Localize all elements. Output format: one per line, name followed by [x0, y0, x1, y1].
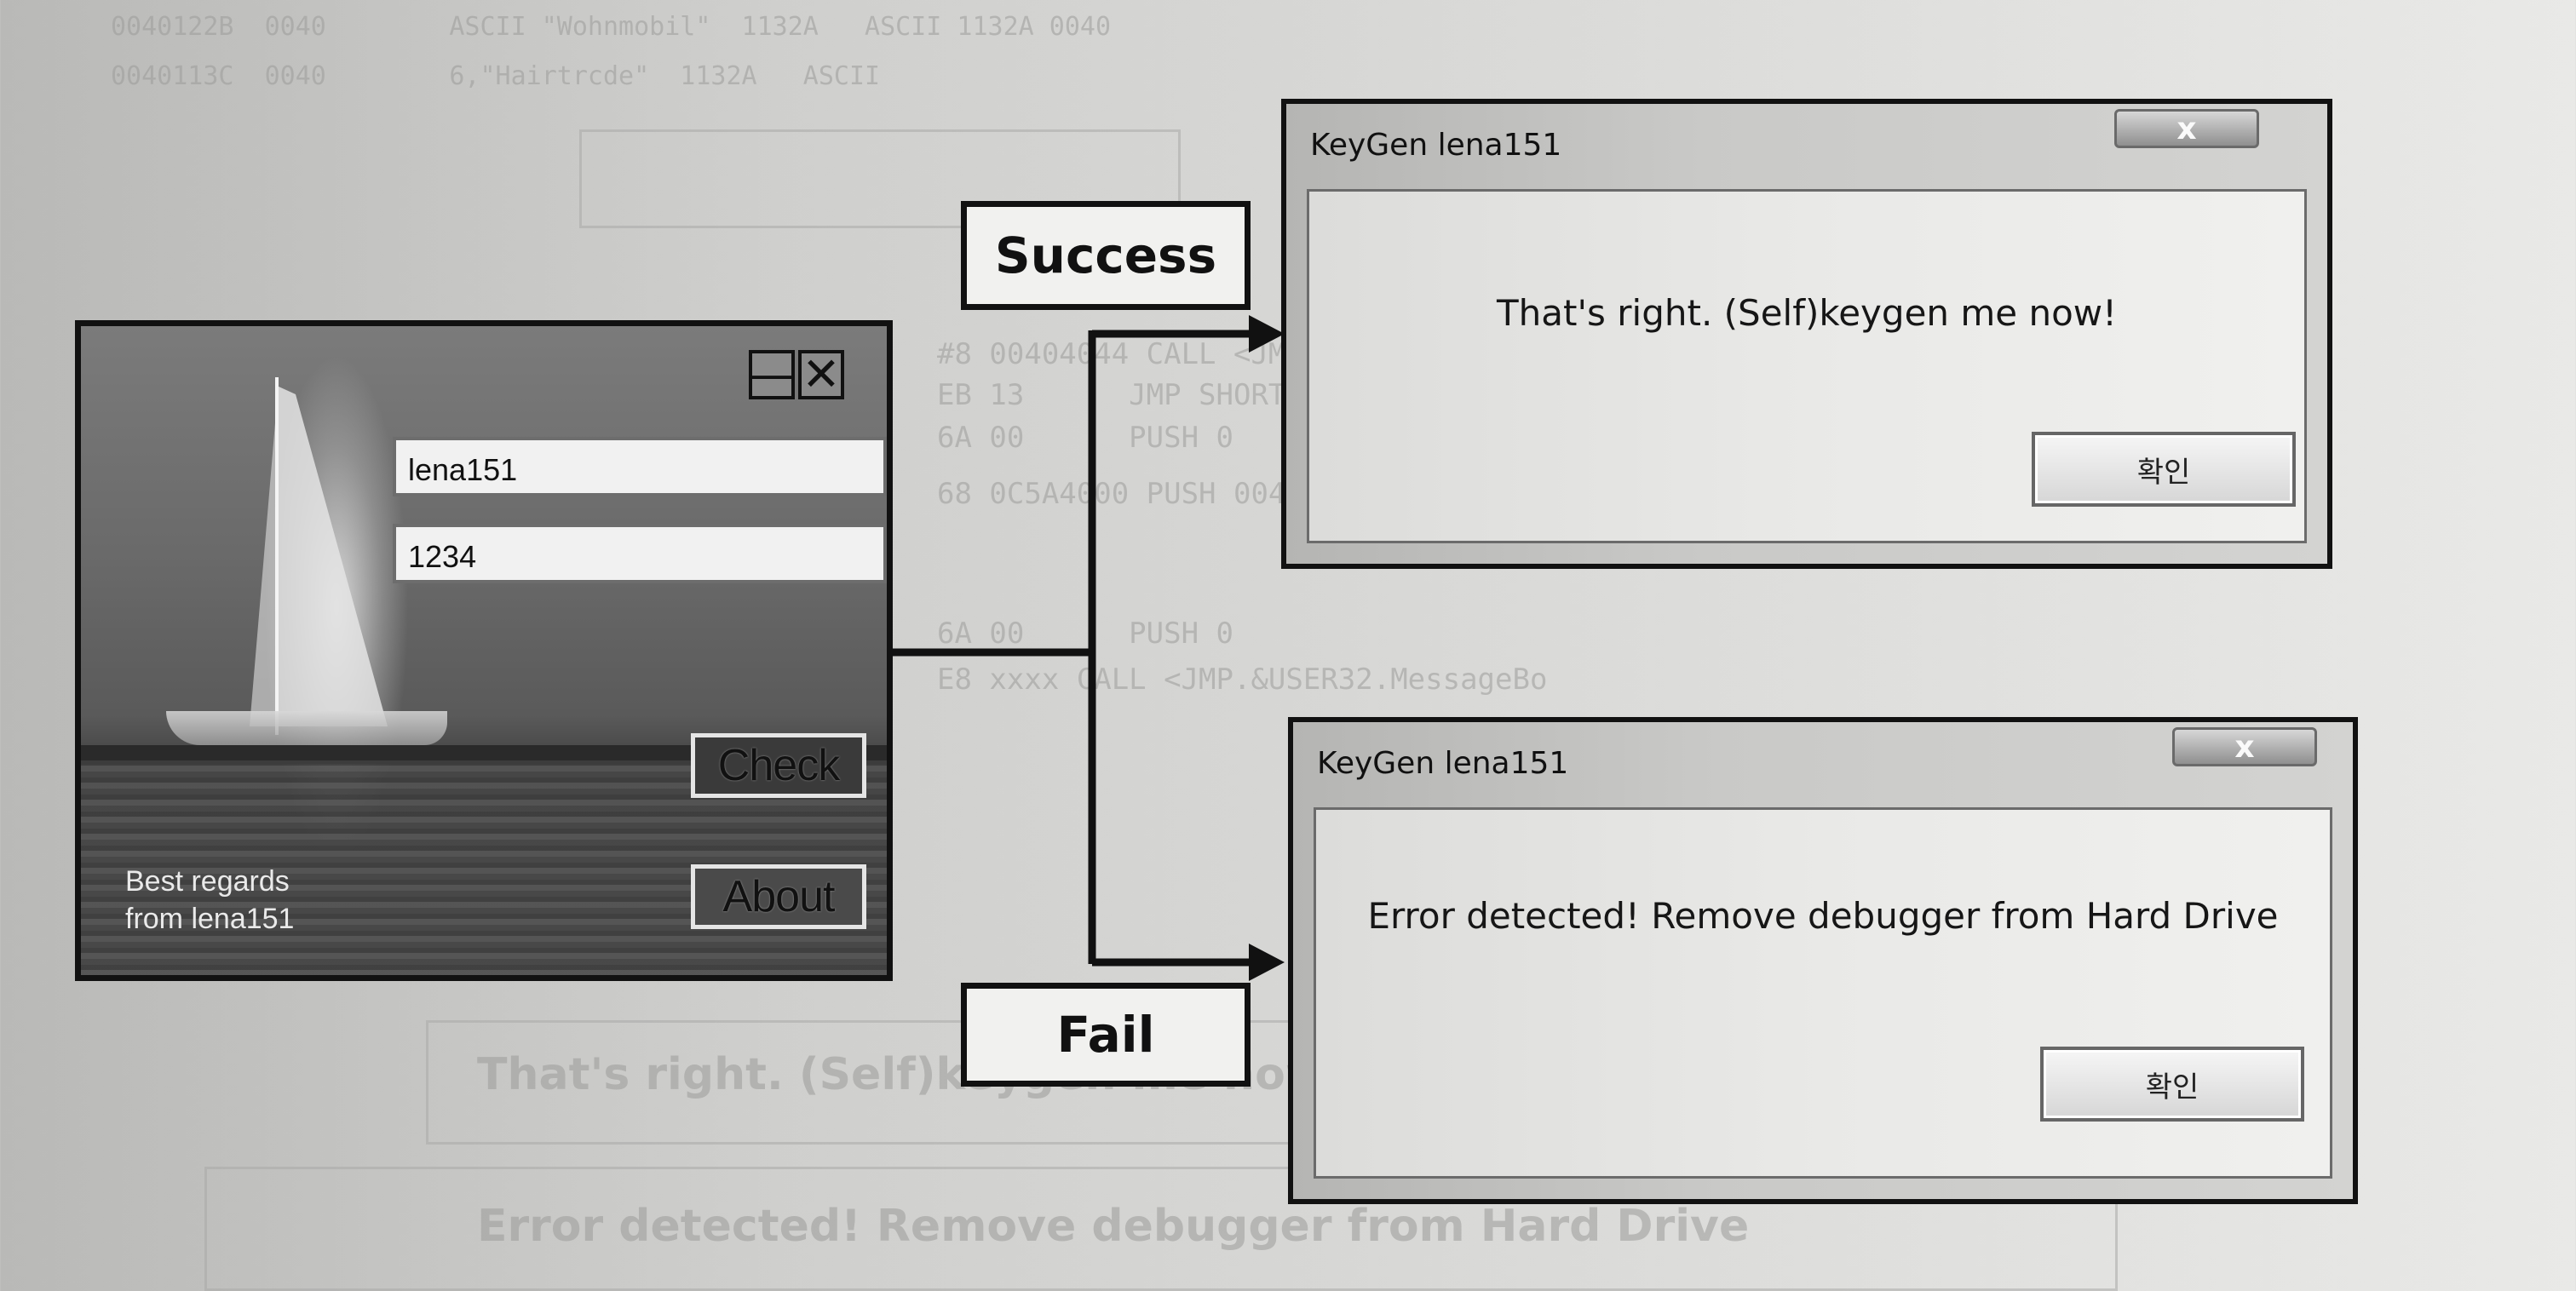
dialog-title: KeyGen lena151	[1310, 128, 1562, 163]
boat-hull	[166, 711, 447, 745]
background-text: 6A 00 PUSH 0	[937, 421, 1233, 455]
minimize-button[interactable]: —	[749, 347, 795, 401]
dialog-close-button[interactable]: x	[2114, 109, 2259, 148]
regards-line-2: from lena151	[125, 903, 295, 935]
background-text: Error detected! Remove debugger from Har…	[477, 1201, 1750, 1252]
serial-input[interactable]: 1234	[393, 524, 887, 583]
arrowhead-fail	[1249, 944, 1285, 981]
dialog-message: That's right. (Self)keygen me now!	[1497, 292, 2117, 334]
sailboat-image	[250, 377, 388, 735]
background-text: E8 xxxx CALL <JMP.&USER32.MessageBo	[937, 663, 1548, 697]
close-button[interactable]: ✕	[798, 350, 844, 399]
regards-line-1: Best regards	[125, 865, 290, 898]
check-button[interactable]: Check	[691, 733, 866, 798]
background-text: 0040113C 0040 6,"Hairtrcde" 1132A ASCII	[111, 61, 881, 91]
background-text: 6A 00 PUSH 0	[937, 617, 1233, 651]
horizon	[81, 745, 887, 764]
dialog-title: KeyGen lena151	[1317, 746, 1569, 781]
dialog-body: Error detected! Remove debugger from Har…	[1314, 807, 2332, 1179]
keygen-app-window: — ✕ lena151 1234 Check About Best regard…	[75, 320, 893, 981]
fail-label: Fail	[961, 983, 1251, 1087]
regards-text: Best regards from lena151	[125, 863, 294, 938]
about-button[interactable]: About	[691, 864, 866, 929]
name-input[interactable]: lena151	[393, 437, 887, 496]
dialog-body: That's right. (Self)keygen me now! 확인	[1307, 189, 2307, 543]
success-dialog: KeyGen lena151 x That's right. (Self)key…	[1281, 99, 2332, 569]
ok-button[interactable]: 확인	[2040, 1047, 2304, 1122]
ok-button[interactable]: 확인	[2032, 432, 2296, 507]
arrowhead-success	[1249, 315, 1285, 353]
success-label: Success	[961, 201, 1251, 310]
background-text: 0040122B 0040 ASCII "Wohnmobil" 1132A AS…	[111, 12, 1111, 42]
fail-dialog: KeyGen lena151 x Error detected! Remove …	[1288, 717, 2358, 1204]
background-box	[579, 129, 1181, 228]
dialog-message: Error detected! Remove debugger from Har…	[1367, 895, 2279, 937]
dialog-close-button[interactable]: x	[2172, 727, 2317, 766]
